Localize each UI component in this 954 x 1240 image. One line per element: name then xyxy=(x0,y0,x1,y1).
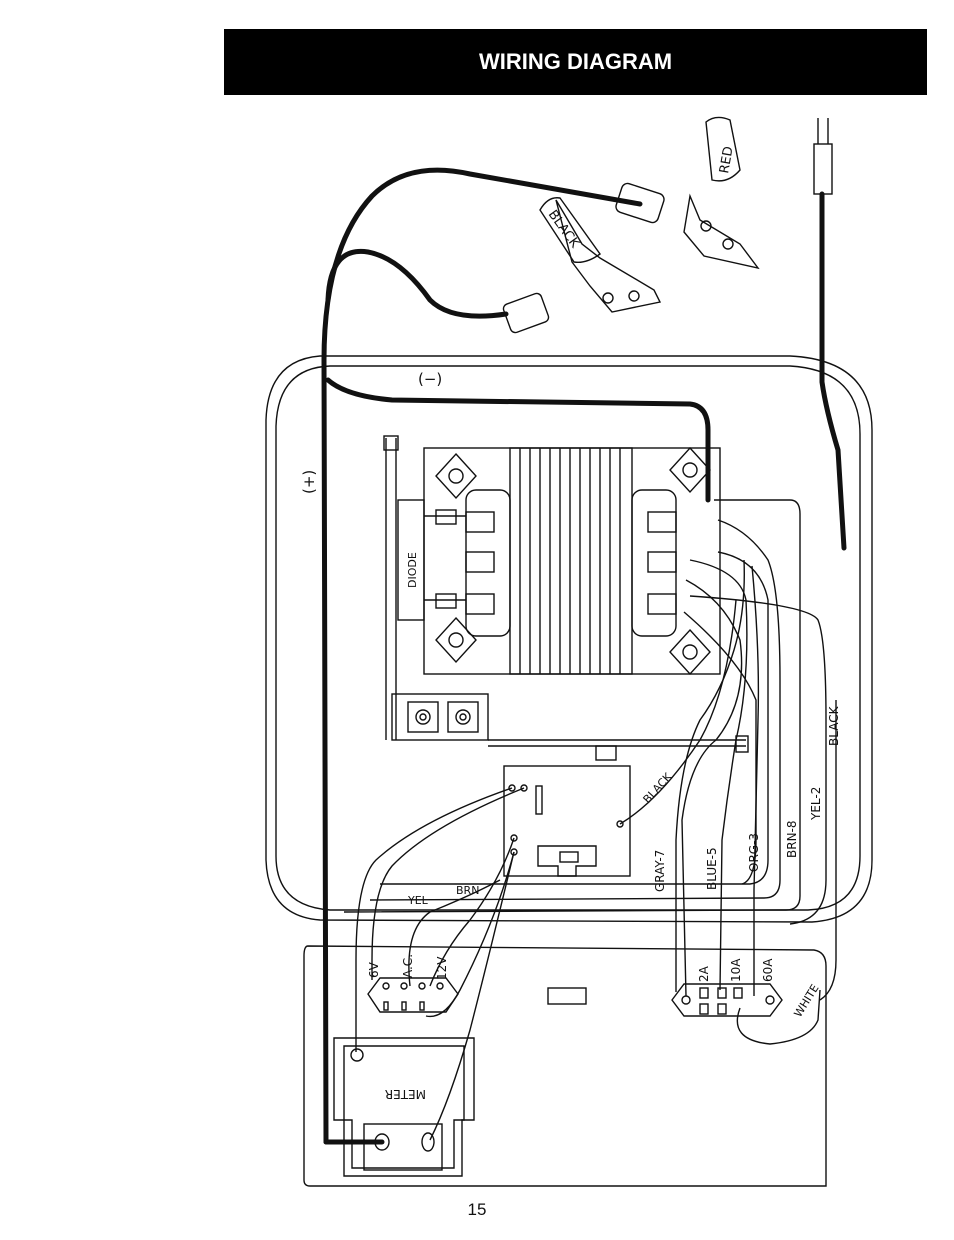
internal-wires xyxy=(343,499,837,1141)
transformer xyxy=(423,446,721,676)
org3-wire-label: ORG-3 xyxy=(747,833,761,872)
ac-plug xyxy=(813,118,833,195)
meter-label: METER xyxy=(385,1087,426,1101)
red-clamp-label: RED xyxy=(717,145,737,174)
breaker-module xyxy=(503,765,631,877)
switch-12v-label: 12V xyxy=(435,956,449,980)
switch-60a-label: 60A xyxy=(761,958,775,982)
positive-label: (+) xyxy=(300,470,318,494)
diode-label: DIODE xyxy=(406,552,419,588)
red-clamp xyxy=(615,116,760,270)
gray7-wire-label: GRAY-7 xyxy=(653,850,667,892)
heavy-cables xyxy=(321,167,847,1145)
brn8-wire-label: BRN-8 xyxy=(785,820,799,858)
switch-2a-label: 2A xyxy=(697,965,711,982)
title-bar: WIRING DIAGRAM xyxy=(224,29,927,95)
yel-wire-label: YEL xyxy=(407,894,429,907)
meter xyxy=(333,1037,475,1177)
yel2-wire-label: YEL-2 xyxy=(809,787,823,821)
voltage-switch xyxy=(367,977,459,1013)
panel-slot xyxy=(547,987,587,1005)
blue5-wire-label: BLUE-5 xyxy=(705,847,719,890)
front-panel xyxy=(303,945,827,1187)
current-switch xyxy=(671,983,783,1017)
cabinet-outline xyxy=(265,355,873,923)
black-clamp xyxy=(502,197,662,334)
negative-label: (−) xyxy=(418,370,442,388)
brn-wire-label: BRN xyxy=(456,884,479,897)
diode-assembly xyxy=(383,435,466,740)
switch-6v-label: 6V xyxy=(367,961,381,978)
switch-ac-label: A.C. xyxy=(401,954,415,978)
page-number: 15 xyxy=(467,1200,487,1219)
terminal-bracket xyxy=(391,693,749,761)
switch-10a-label: 10A xyxy=(729,958,743,982)
white-wire-label: WHITE xyxy=(792,982,822,1020)
page-title: WIRING DIAGRAM xyxy=(478,49,673,74)
black-cable-label: BLACK xyxy=(827,705,841,746)
black-wire-label: BLACK xyxy=(641,770,675,806)
